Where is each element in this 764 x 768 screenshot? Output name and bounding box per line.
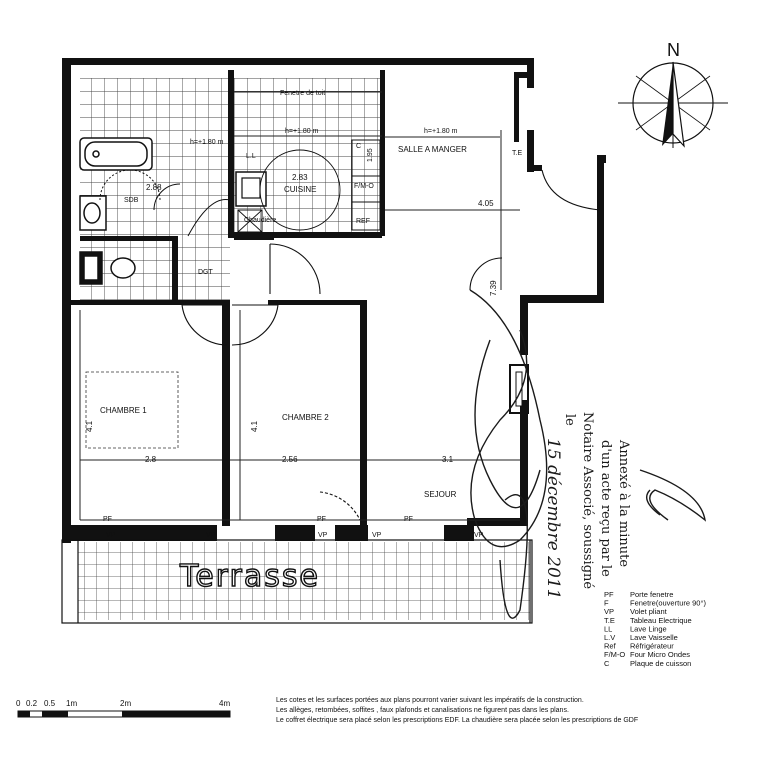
legend-key: LL — [604, 624, 612, 633]
dim-chambre1-width: 2.8 — [145, 455, 157, 464]
legend-key: PF — [604, 590, 614, 599]
dim-salle-height: 7.39 — [489, 280, 498, 296]
annotation-line: Annexé à la minute — [616, 439, 631, 567]
window-frame-right — [509, 364, 529, 414]
c-label: C — [356, 143, 361, 150]
vp-label: VP — [318, 532, 328, 539]
scale-label: 0.2 — [26, 699, 38, 708]
bathtub — [79, 137, 153, 171]
scale-label: 2m — [120, 699, 131, 708]
scale-label: 1m — [66, 699, 77, 708]
annotation-line: le — [562, 414, 577, 426]
dim-chambre2-height: 4.1 — [250, 420, 259, 432]
kitchen-tile-floor — [234, 78, 382, 236]
vp-label: VP — [474, 532, 484, 539]
room-chambre-1: CHAMBRE 1 — [100, 406, 147, 415]
room-cuisine: CUISINE — [284, 185, 316, 194]
dim-cuisine: 2.83 — [292, 173, 308, 182]
pf-label: PF — [317, 516, 326, 523]
dim-salle-width: 4.05 — [478, 199, 494, 208]
room-dgt: DGT — [198, 269, 214, 276]
legend-desc: Lave Linge — [630, 624, 667, 633]
handwritten-date: 15 décembre 2011 — [543, 438, 563, 599]
fmo-label: F/M-O — [354, 183, 374, 190]
outer-walls — [62, 58, 606, 543]
bed-outline — [85, 371, 179, 449]
legend-key: F/M-O — [604, 650, 625, 659]
boiler-label: Chaudière — [244, 217, 276, 224]
doors — [181, 163, 601, 521]
kitchen-table-circle — [259, 149, 341, 231]
legend-desc: Lave Vaisselle — [630, 633, 678, 642]
legend-desc: Réfrigérateur — [630, 642, 674, 651]
note-line: Les cotes et les surfaces portées aux pl… — [276, 697, 584, 704]
terrace-outline — [61, 539, 533, 624]
note-line: Le coffret électrique sera placé selon l… — [276, 717, 638, 724]
pf-label: PF — [103, 516, 112, 523]
washbasin — [79, 195, 107, 231]
room-salle-a-manger: SALLE A MANGER — [398, 145, 467, 154]
room-sejour: SEJOUR — [424, 490, 457, 499]
legend-desc: Fenetre(ouverture 90°) — [630, 599, 706, 608]
scale-label: 0 — [16, 699, 21, 708]
room-sdb: SDB — [124, 197, 139, 204]
terrace-label: Terrasse — [179, 559, 320, 594]
bathroom-tile-floor — [80, 78, 230, 305]
legend-key: C — [604, 659, 610, 668]
legend-desc: Four Micro Ondes — [630, 650, 690, 659]
scale-bar: 0 0.2 0.5 1m 2m 4m — [16, 699, 231, 718]
legend-desc: Volet pliant — [630, 607, 668, 616]
dim-chambre1-height: 4.1 — [85, 420, 94, 432]
sdb-height-label: h=+1.80 m — [190, 139, 224, 146]
scale-label: 0.5 — [44, 699, 56, 708]
room-chambre-2: CHAMBRE 2 — [282, 413, 329, 422]
scale-label: 4m — [219, 699, 230, 708]
note-line: Les allèges, retombées, soffites , faux … — [276, 707, 569, 714]
boiler — [237, 209, 263, 233]
vp-label: VP — [106, 532, 116, 539]
legend-key: L.V — [604, 633, 615, 642]
legend-desc: Porte fenetre — [630, 590, 673, 599]
legend-desc: Tableau Electrique — [630, 616, 692, 625]
annotation-line: d'un acte reçu par le — [598, 440, 613, 577]
signature — [469, 289, 706, 619]
north-arrow: N — [618, 40, 728, 148]
ref-label: REF — [356, 218, 370, 225]
legend-key: VP — [604, 607, 614, 616]
dim-chambre2-width: 2.56 — [282, 455, 298, 464]
vp-label: VP — [372, 532, 382, 539]
dim-sejour-width: 3.1 — [442, 455, 454, 464]
vp-label: VP — [206, 532, 216, 539]
notary-annotation: Annexé à la minute d'un acte reçu par le… — [543, 412, 631, 599]
salle-height-label: h=+1.80 m — [424, 128, 458, 135]
interior-walls — [70, 70, 385, 530]
annotation-line: Notaire Associé, soussigné — [580, 412, 595, 589]
roof-window-label: Fenetre de toit — [280, 90, 325, 97]
kitchen-height-label: h=+1.80 m — [285, 128, 319, 135]
terrace-tile-floor — [78, 542, 530, 620]
legend-key: F — [604, 599, 609, 608]
toilet — [79, 251, 136, 285]
legend-key: T.E — [604, 616, 615, 625]
pf-label: PF — [404, 516, 413, 523]
legend-desc: Plaque de cuisson — [630, 659, 691, 668]
te-label: T.E — [512, 150, 522, 157]
dim-wall-small: 1.95 — [367, 148, 374, 162]
north-label: N — [667, 40, 680, 60]
dim-sdb: 2.88 — [146, 183, 162, 192]
legend-key: Ref — [604, 642, 617, 651]
ll-label: L.L — [246, 153, 256, 160]
